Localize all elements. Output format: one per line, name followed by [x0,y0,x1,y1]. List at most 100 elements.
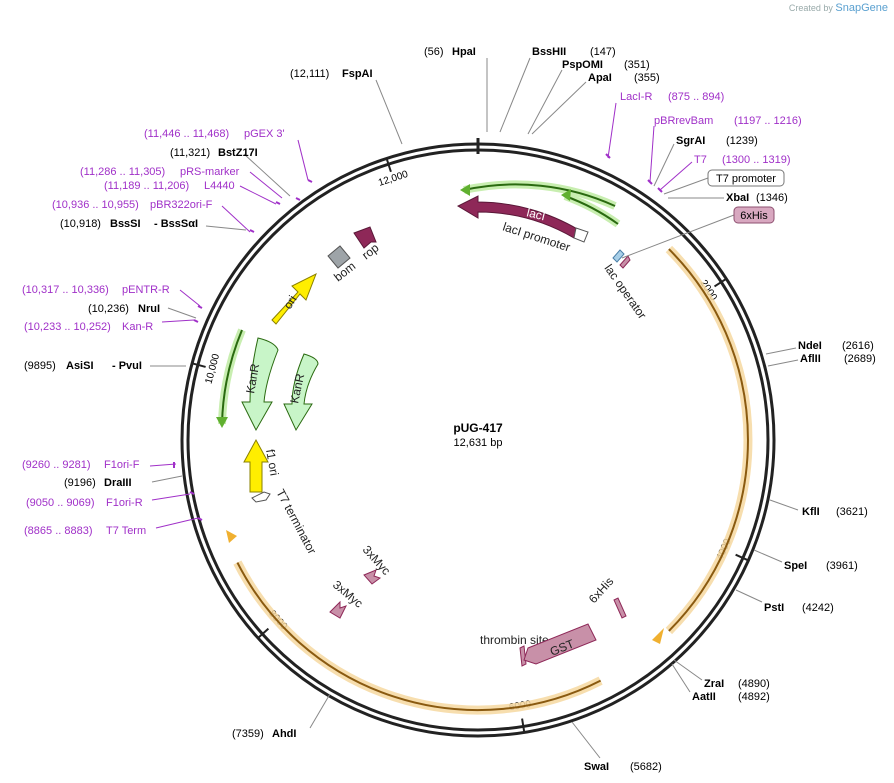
kanr-label-2: KanR [287,372,307,405]
pbrrevbam-leader [649,125,655,183]
kan-r-leader [161,319,195,323]
ruler-tick [735,553,749,562]
apai-leader [531,81,587,135]
orf-arc-bottom-arrowhead [226,530,237,543]
xbai-name: XbaI [726,192,749,204]
bsssi-pos: (10,918) [60,218,101,230]
ruler-tick [191,362,206,368]
laci-r-tick [605,153,611,159]
pspomi-pos: (351) [624,59,650,71]
laci-feature-label: lacI [525,205,547,223]
orf-arc-green-3 [221,329,243,425]
pbr322ori-f-range: (10,936 .. 10,955) [52,199,139,211]
6xhis-feature-label: 6xHis [586,574,616,606]
kan-r-name: Kan-R [122,321,153,333]
ruler-label: 10,000 [204,352,223,385]
nrui-name: NruI [138,303,160,315]
aflii-name: AflII [800,353,821,365]
pgex3-tick [307,179,313,183]
annotation-labels: (56) HpaI BssHII (147) PspOMI (351) ApaI… [22,46,876,773]
ndei-leader [765,347,797,355]
pbrrevbam-range: (1197 .. 1216) [734,115,802,127]
ori-label: ori [281,293,300,312]
aflii-leader [767,359,799,367]
pspomi-name: PspOMI [562,59,603,71]
swai-name: SwaI [584,761,609,773]
t7-promoter-leader [663,177,709,195]
kfli-pos: (3621) [836,506,868,518]
t7-primer-range: (1300 .. 1319) [722,154,791,166]
draiii-pos: (9196) [64,477,96,489]
laci-r-leader [607,102,617,159]
pgex3-name: pGEX 3' [244,128,285,140]
ahdi-leader [309,693,331,729]
prs-marker-name: pRS-marker [180,166,240,178]
ruler-tick [521,718,526,733]
ruler-label: 12,000 [377,169,410,189]
hpai-pos: (56) [424,46,444,58]
f1-ori-feature-arrow [243,438,269,493]
zrai-name: ZraI [704,678,724,690]
ndei-name: NdeI [798,340,822,352]
l4440-name: L4440 [204,180,235,192]
rop-feature-arrow [353,226,377,249]
f1ori-f-leader [149,463,177,467]
bsshii-name: BssHII [532,46,566,58]
bstz17i-leader [243,153,291,197]
psti-name: PstI [764,602,784,614]
draiii-name: DraIII [104,477,132,489]
psti-leader [735,589,763,603]
prs-marker-tick [295,197,301,201]
hpai-name: HpaI [452,46,476,58]
fspai-pos: (12,111) [290,68,329,80]
f1ori-r-tick [189,491,195,495]
ahdi-name: AhdI [272,728,296,740]
ruler-tick [713,277,727,288]
pspomi-leader [527,69,563,135]
spei-pos: (3961) [826,560,858,572]
zrai-pos: (4890) [738,678,770,690]
prs-marker-range: (11,286 .. 11,305) [80,166,165,178]
f1ori-r-leader [151,493,191,501]
fspai-name: FspAI [342,68,373,80]
l4440-leader [239,185,277,205]
prs-marker-leader [249,171,283,199]
pgex3-leader [297,139,309,181]
t7-primer-leader [659,161,693,191]
orf-arc-green-3-arrowhead [216,417,228,428]
6xhis-feature-mark [613,597,627,619]
pbr322ori-f-name: pBR322ori-F [150,199,213,211]
3xmyc-feature-2 [329,600,347,619]
ori-feature-arrow [271,272,317,325]
pvui-name: - PvuI [112,360,142,372]
swai-pos: (5682) [630,761,662,773]
t7-term-leader [155,517,199,529]
t7-terminator-mark [251,491,271,503]
t7-term-tick [197,517,203,521]
bom-feature [327,245,351,269]
t7-term-range: (8865 .. 8883) [24,525,93,537]
6xhis-box [733,206,775,224]
fspai-leader [375,79,403,145]
t7-promoter-box [707,169,785,187]
aflii-pos: (2689) [844,353,876,365]
laci-r-range: (875 .. 894) [668,91,724,103]
bstz17i-name: BstZ17I [218,147,258,159]
f1ori-r-range: (9050 .. 9069) [26,497,95,509]
zrai-leader [673,659,703,681]
3xmyc-label-1: 3xMyc [360,543,394,578]
orf-arc-right-arrowhead [652,628,664,644]
bsssi-leader [205,225,247,231]
orf-arc-bottom [236,562,602,712]
bsshii-pos: (147) [590,46,616,58]
l4440-tick [275,201,281,205]
laci-r-name: LacI-R [620,91,652,103]
snapgene-logo-text: SnapGene [835,2,888,14]
psti-pos: (4242) [802,602,834,614]
kanr-label-1: KanR [243,362,262,394]
6xhis-box-label: 6xHis [740,210,768,222]
sgrai-pos: (1239) [726,135,758,147]
l4440-range: (11,189 .. 11,206) [104,180,189,192]
f1ori-f-range: (9260 .. 9281) [22,459,91,471]
